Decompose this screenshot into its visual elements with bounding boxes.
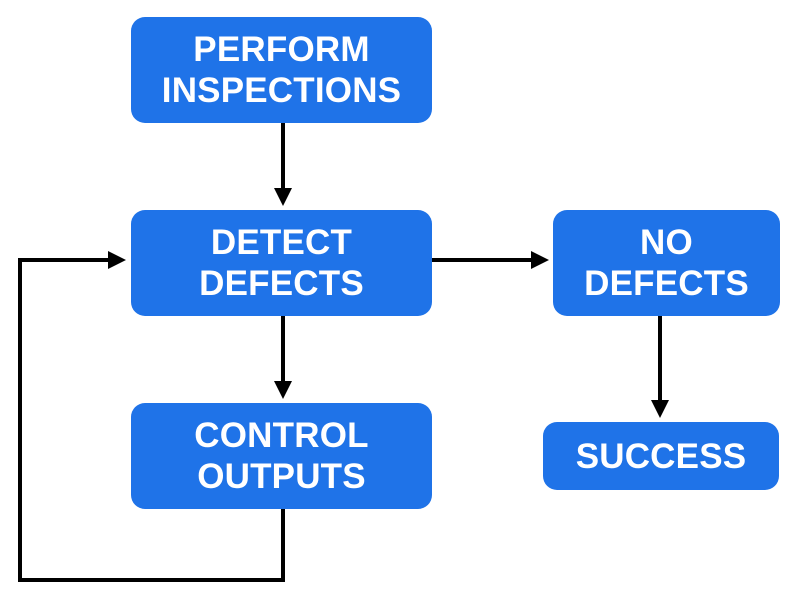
arrowhead-control-to-detect-loop	[108, 251, 126, 269]
node-success: SUCCESS	[543, 422, 779, 490]
node-no-defects: NO DEFECTS	[553, 210, 780, 316]
node-detect-defects: DETECT DEFECTS	[131, 210, 432, 316]
arrowhead-detect-to-control	[274, 381, 292, 399]
arrowhead-perform-to-detect	[274, 188, 292, 206]
edge-control-to-detect-loop	[18, 258, 285, 582]
node-perform-inspections: PERFORM INSPECTIONS	[131, 17, 432, 123]
node-control-outputs: CONTROL OUTPUTS	[131, 403, 432, 509]
arrowhead-detect-to-nodefects	[531, 251, 549, 269]
arrowhead-nodefects-to-success	[651, 400, 669, 418]
